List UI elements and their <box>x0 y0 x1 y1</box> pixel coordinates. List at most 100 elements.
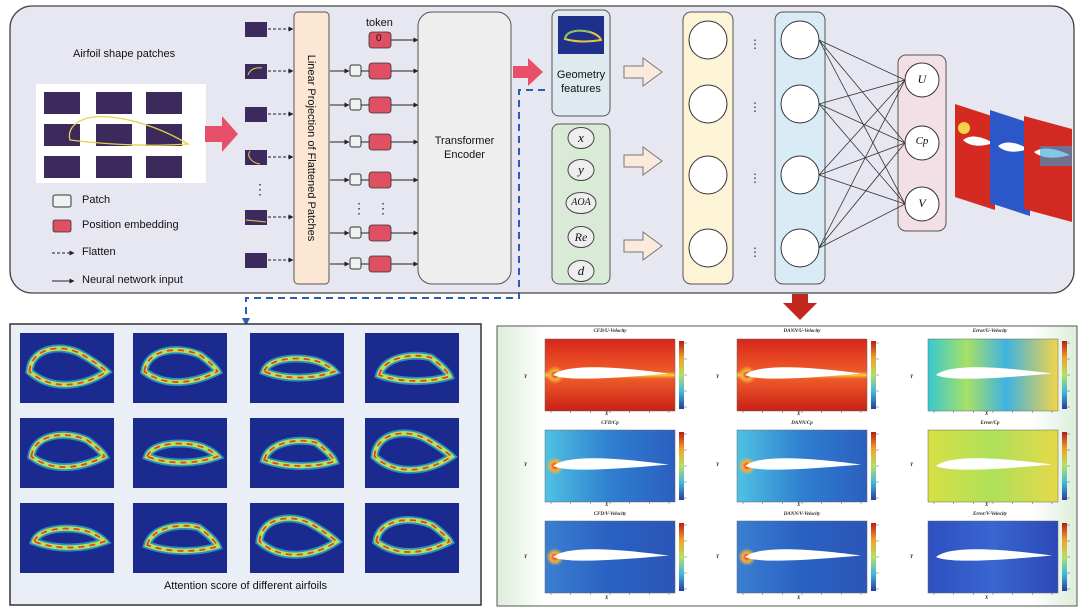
attention-hotspots <box>262 357 337 379</box>
result-ylabel-1: Y <box>524 375 528 380</box>
attention-tile <box>365 333 459 403</box>
result-colorbar <box>1062 341 1067 409</box>
hidden-layer-n <box>774 11 826 285</box>
arrow-to-results <box>783 294 817 320</box>
geometry-features-label: Geometry features <box>556 69 606 95</box>
attention-tile <box>250 418 344 488</box>
attention-hotspots <box>32 527 107 549</box>
result-tile <box>544 429 687 504</box>
attention-grid <box>20 333 459 573</box>
result-ylabel-3: Y <box>910 375 914 380</box>
result-airfoil <box>553 549 669 561</box>
result-airfoil <box>936 367 1052 379</box>
result-tile <box>736 338 879 413</box>
svg-text:⋮: ⋮ <box>253 181 267 197</box>
attention-hotspots <box>143 349 219 383</box>
attention-hotspots <box>263 439 336 467</box>
result-title-7: CFD/V-Velocity <box>593 512 627 517</box>
output-nodes <box>904 62 940 222</box>
attention-tile <box>250 333 344 403</box>
attention-band <box>372 431 456 472</box>
input-param-ovals <box>565 127 597 282</box>
output-u: U <box>917 72 927 86</box>
result-xlabel-8: X <box>797 596 801 601</box>
token-label: token <box>366 17 393 29</box>
flattened-patches-column: ⋮ <box>245 22 294 268</box>
result-title-4: CFD/Cp <box>601 421 619 426</box>
attention-tile <box>365 418 459 488</box>
attention-hotspots <box>30 434 106 468</box>
legend-embedding-swatch <box>52 219 72 233</box>
airfoil-patches-title: Airfoil shape patches <box>73 48 176 60</box>
result-tile <box>927 520 1070 595</box>
attention-tile <box>20 333 114 403</box>
transformer-block <box>417 11 512 285</box>
result-airfoil <box>553 458 669 470</box>
result-title-3: Error/U-Velocity <box>972 329 1008 334</box>
legend-flatten-label: Flatten <box>82 246 116 258</box>
result-title-9: Error/V-Velocity <box>973 512 1007 517</box>
dashed-arrowhead <box>242 318 250 326</box>
attention-tile <box>133 503 227 573</box>
result-xlabel-1: X <box>605 412 609 417</box>
result-xlabel-9: X <box>985 596 989 601</box>
svg-text:⋮: ⋮ <box>352 200 366 216</box>
attention-tile <box>250 503 344 573</box>
result-title-5: DANN/Cp <box>791 421 813 426</box>
attention-tile <box>20 418 114 488</box>
patch-embedding-pairs: ⋮⋮ <box>330 62 419 273</box>
result-airfoil <box>936 458 1052 470</box>
network-connections <box>818 39 906 249</box>
airfoil-patch-grid <box>44 92 191 178</box>
dashed-connector <box>245 89 545 322</box>
result-xlabel-6: X <box>985 503 989 508</box>
attention-caption: Attention score of different airfoils <box>163 580 328 592</box>
result-ylabel-6: Y <box>910 463 914 468</box>
input-aoa: AOA <box>571 197 591 208</box>
hidden-layer-1 <box>682 11 734 285</box>
svg-text:⋮: ⋮ <box>749 245 761 259</box>
input-x: x <box>578 130 584 145</box>
attention-hotspots <box>378 354 451 382</box>
result-tile <box>736 429 879 504</box>
results-grid <box>544 338 1070 595</box>
result-ylabel-4: Y <box>524 463 528 468</box>
svg-text:⋮: ⋮ <box>749 100 761 114</box>
result-airfoil <box>745 458 861 470</box>
result-colorbar <box>871 432 876 500</box>
attention-hotspots <box>146 524 219 552</box>
result-xlabel-5: X <box>797 503 801 508</box>
result-xlabel-3: X <box>985 412 989 417</box>
input-arrows <box>623 57 663 261</box>
linear-projection-label: Linear Projection of Flattened Patches <box>305 54 317 242</box>
input-y: y <box>578 162 584 177</box>
transformer-label: Transformer Encoder <box>434 135 495 161</box>
output-v: V <box>918 196 926 210</box>
svg-text:⋮: ⋮ <box>749 171 761 185</box>
token-value: 0 <box>376 33 382 44</box>
result-colorbar <box>679 523 684 591</box>
result-colorbar <box>871 523 876 591</box>
result-ylabel-9: Y <box>910 555 914 560</box>
output-field-stack <box>955 104 1072 222</box>
result-ylabel-8: Y <box>716 555 720 560</box>
result-title-2: DANN/U-Velocity <box>783 329 821 334</box>
arrow-to-geometry <box>513 58 543 86</box>
layer-ellipsis: ⋮ ⋮ ⋮ ⋮ <box>749 37 761 259</box>
result-tile <box>927 338 1070 413</box>
result-airfoil <box>553 367 669 379</box>
attention-tile <box>133 333 227 403</box>
layer-nodes <box>688 20 820 268</box>
legend-patch-swatch <box>52 194 72 208</box>
result-colorbar <box>679 432 684 500</box>
arrow-to-projection <box>205 116 238 152</box>
result-xlabel-7: X <box>605 596 609 601</box>
result-tile <box>544 520 687 595</box>
result-xlabel-2: X <box>797 412 801 417</box>
result-ylabel-2: Y <box>716 375 720 380</box>
svg-text:⋮: ⋮ <box>749 37 761 51</box>
attention-band <box>257 516 341 557</box>
result-colorbar <box>1062 432 1067 500</box>
